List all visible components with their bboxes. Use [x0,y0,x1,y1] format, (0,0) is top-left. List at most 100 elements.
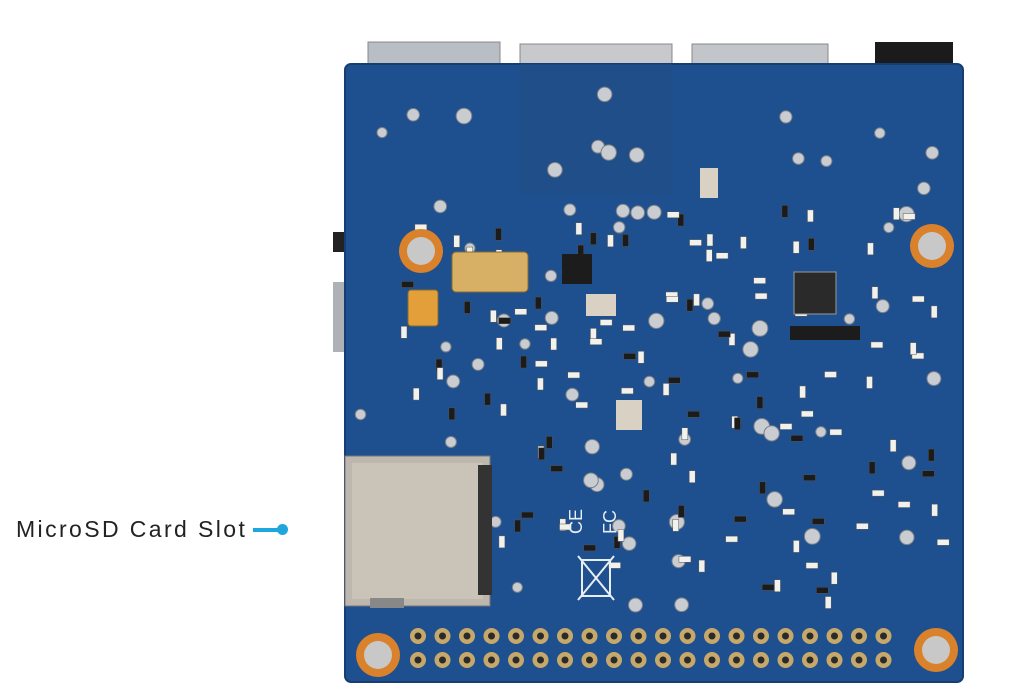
smd-component [753,277,766,284]
smd-component [688,470,696,483]
smd-component [436,367,444,380]
smd-component [666,211,680,219]
via [820,155,833,168]
smd-component [782,508,795,516]
smd-component [779,423,793,430]
smd-component [559,523,572,531]
smd-component [801,410,814,418]
via [619,467,633,481]
via [628,147,645,163]
smd-component [930,305,938,319]
via [455,107,473,125]
smd-component [870,341,884,349]
smd-component [678,556,692,563]
smd-component [608,562,621,569]
via [621,536,637,551]
microsd-card-slot [344,455,492,608]
smd-component [790,435,804,442]
via [707,311,721,326]
smd-component [678,505,685,518]
smd-component [514,308,528,316]
via [563,203,577,217]
via [899,529,915,546]
smd-component [668,376,681,384]
smd-component [928,448,935,462]
via [751,319,769,337]
smd-component [774,579,781,592]
smd-component [902,213,916,220]
via [917,181,931,196]
smd-component [734,417,741,431]
smd-component [715,252,729,259]
via [763,425,780,442]
via [701,297,715,310]
smd-component [514,519,521,533]
smd-component [496,337,503,350]
inductor [793,271,837,315]
smd-component [759,481,766,495]
smd-component [617,529,625,542]
smd-component [871,286,879,299]
gpio-header [410,628,892,668]
smd-component [613,536,621,549]
smd-component [807,209,814,223]
smd-component [868,461,876,475]
regulator-chip [562,254,592,284]
smd-component [761,584,775,591]
via [612,221,626,234]
via [440,341,452,353]
smd-component [621,387,634,395]
smd-component [401,281,414,288]
crystal-2 [616,400,642,430]
smd-component [756,396,764,409]
smd-component [889,439,897,452]
smd-component [808,238,815,251]
via [354,408,367,421]
via [511,581,523,593]
via [544,269,558,283]
smd-component [550,337,557,351]
callout-dot [277,524,289,535]
smd-component [728,333,736,346]
smd-component [498,317,511,325]
smd-component [670,452,677,466]
smd-component [706,233,714,247]
smd-component [464,301,471,314]
via [519,338,531,350]
side-button [333,232,347,252]
smd-component [666,296,679,303]
smd-component [500,403,507,417]
smd-component [816,587,829,594]
smd-component [831,571,838,585]
smd-component [922,470,935,478]
via [643,375,656,388]
via [901,455,917,471]
via [630,205,646,221]
smd-component [567,371,580,379]
smd-component [781,205,789,218]
smd-component [912,295,925,303]
via [674,597,690,613]
via [544,310,559,325]
via [926,371,942,387]
via [742,341,759,358]
smd-component [677,213,685,227]
smd-component [590,232,597,245]
smd-component [911,352,925,360]
smd-component [622,324,636,332]
smd-component [725,535,738,543]
smd-component [575,222,583,235]
via [406,108,420,122]
smd-component [643,489,650,503]
via [446,374,461,389]
smd-component [520,355,527,369]
via [444,435,457,448]
crystal-3 [700,168,718,198]
via [584,438,600,455]
via [646,204,662,220]
smd-component [824,371,837,378]
smd-component [681,427,689,441]
smd-component [623,353,636,360]
smd-component [931,503,938,517]
